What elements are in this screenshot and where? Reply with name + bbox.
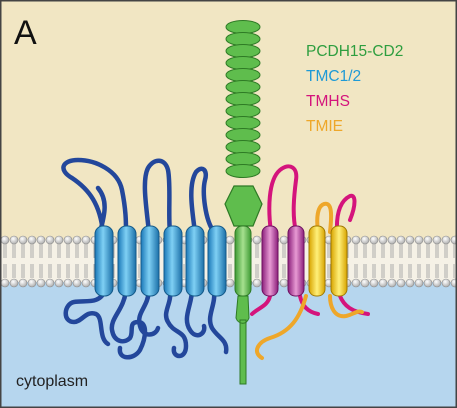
lipid-head [252, 278, 262, 288]
tmc-helix [140, 225, 160, 297]
cadherin-domain [225, 128, 261, 142]
lipid-head [387, 235, 397, 245]
lipid-head [0, 278, 10, 288]
pcdh15-stem [224, 185, 263, 227]
lipid-head [72, 235, 82, 245]
tmc-protein [61, 157, 229, 360]
lipid-head [378, 235, 388, 245]
lipid-head [9, 278, 19, 288]
lipid-head [396, 235, 406, 245]
lipid-head [369, 235, 379, 245]
lipid-head [9, 235, 19, 245]
pcdh15-ec-domains [225, 20, 261, 178]
lipid-bilayer-core [1, 240, 456, 282]
lipid-head [441, 235, 451, 245]
tmc-helix [163, 225, 183, 297]
legend-label: PCDH15-CD2 [306, 43, 403, 60]
tmc-intracellular-loops [63, 287, 229, 360]
cadherin-domain [225, 80, 261, 94]
lipid-head [18, 235, 28, 245]
lipid-head [252, 235, 262, 245]
lipid-head [405, 235, 415, 245]
lipid-head [225, 278, 235, 288]
tmie-helices [308, 225, 348, 297]
lipid-head [396, 278, 406, 288]
lipid-head [279, 278, 289, 288]
lipid-head [54, 278, 64, 288]
lipid-head [45, 235, 55, 245]
tmc-helices [94, 225, 227, 297]
lipid-head [432, 278, 442, 288]
cadherin-domain [225, 20, 261, 34]
panel-letter: A [14, 14, 37, 52]
cadherin-domain [225, 164, 261, 178]
lipid-head [279, 235, 289, 245]
lipid-head [27, 278, 37, 288]
legend-label: TMIE [306, 118, 343, 135]
tmhs-loops [250, 164, 370, 316]
tmhs-helices [261, 225, 305, 297]
tmc-helix [207, 225, 227, 297]
lipid-head [81, 278, 91, 288]
lipid-head [0, 235, 10, 245]
pcdh15-cd2-protein [224, 20, 263, 385]
lipid-head [360, 235, 370, 245]
cadherin-domain [225, 44, 261, 58]
tmc-helix [117, 225, 137, 297]
lipid-head [63, 235, 73, 245]
lipid-head [432, 235, 442, 245]
lipid-head [423, 235, 433, 245]
lipid-head [36, 278, 46, 288]
legend-label: TMC1/2 [306, 68, 361, 85]
lipid-head [360, 278, 370, 288]
cadherin-domain [225, 56, 261, 70]
tmie-loops [254, 201, 364, 360]
lipid-head [45, 278, 55, 288]
lipid-head [54, 235, 64, 245]
lipid-head [63, 278, 73, 288]
lipid-head [351, 278, 361, 288]
lipid-head [351, 235, 361, 245]
lipid-head [27, 235, 37, 245]
tmc-helix [94, 225, 114, 297]
lipid-head [225, 235, 235, 245]
lipid-head [387, 278, 397, 288]
lipid-head [423, 278, 433, 288]
cadherin-domain [225, 104, 261, 118]
lipid-head [369, 278, 379, 288]
tmhs-protein [250, 164, 370, 316]
pcdh15-transmembrane-helix [234, 225, 252, 297]
lipid-head [405, 278, 415, 288]
lipid-head [18, 278, 28, 288]
lipid-head [441, 278, 451, 288]
tmc-extracellular-loops [61, 157, 217, 235]
legend-label: TMHS [306, 93, 350, 110]
cadherin-domain [225, 68, 261, 82]
lipid-head [414, 278, 424, 288]
lipid-head [81, 235, 91, 245]
lipid-head [378, 278, 388, 288]
cadherin-domain [225, 140, 261, 154]
cadherin-domain [225, 152, 261, 166]
tmc-helix [185, 225, 205, 297]
lipid-head [414, 235, 424, 245]
lipid-head [72, 278, 82, 288]
tmie-protein [254, 201, 364, 360]
cadherin-domain [225, 92, 261, 106]
lipid-head [36, 235, 46, 245]
pcdh15-cytoplasmic-tail [235, 295, 250, 385]
cadherin-domain [225, 116, 261, 130]
cytoplasm-label: cytoplasm [16, 373, 88, 390]
cadherin-domain [225, 32, 261, 46]
